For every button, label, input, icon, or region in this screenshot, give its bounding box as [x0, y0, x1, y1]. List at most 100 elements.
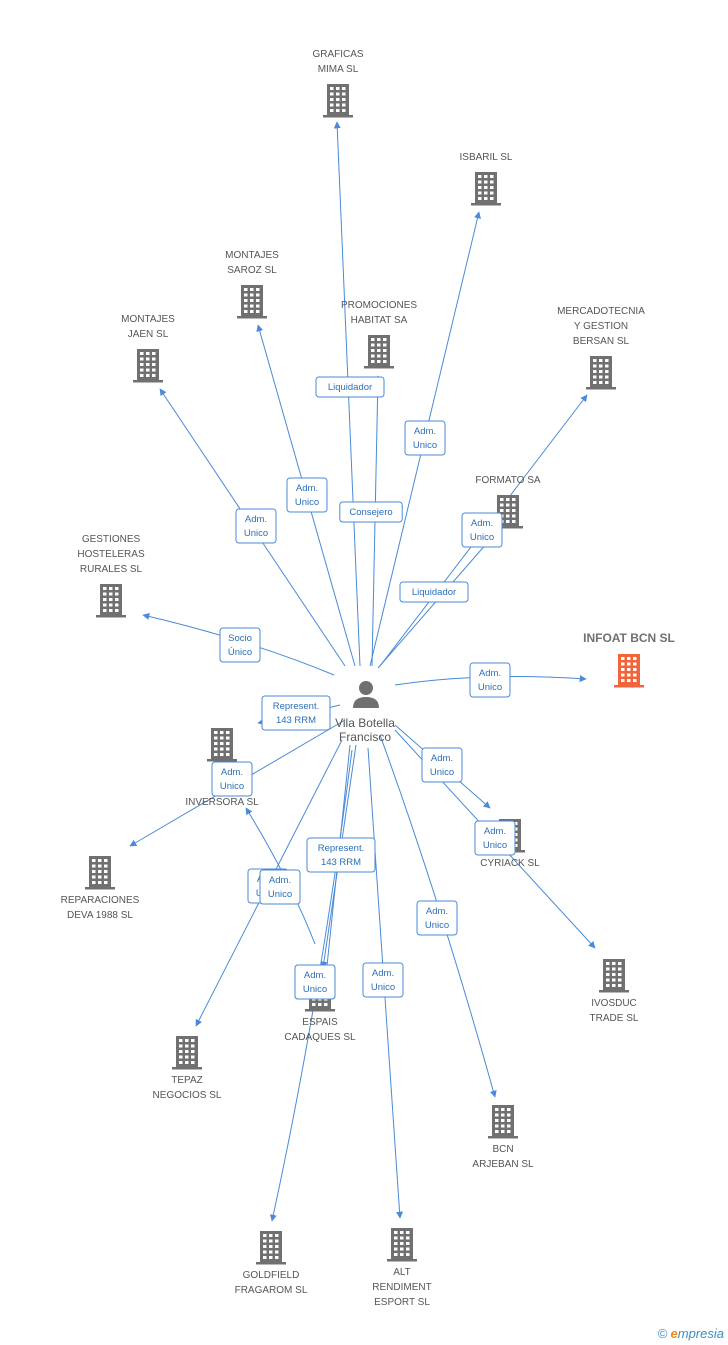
relation-label-text: Consejero: [349, 507, 392, 518]
building-icon: [387, 1228, 417, 1262]
relation-label-text: Adm.: [431, 753, 453, 764]
relation-label[interactable]: Adm. Unico: [235, 508, 277, 544]
building-icon: [256, 1231, 286, 1265]
relation-label[interactable]: Represent. 143 RRM: [306, 837, 376, 873]
company-node-mercadotecnia[interactable]: MERCADOTECNIA Y GESTION BERSAN SL: [557, 306, 645, 390]
relation-label[interactable]: Adm. Unico: [286, 477, 328, 513]
relation-label-text: 143 RRM: [321, 857, 361, 868]
relation-label-text: Unico: [268, 889, 292, 900]
relation-label[interactable]: Liquidador: [315, 376, 385, 398]
relation-label-text: Adm.: [221, 767, 243, 778]
company-label: GRAFICAS: [312, 49, 363, 60]
relation-label-text: Adm.: [269, 875, 291, 886]
relation-label-text: Adm.: [479, 668, 501, 679]
relation-label-text: Adm.: [471, 518, 493, 529]
company-node-graficas[interactable]: GRAFICAS MIMA SL: [312, 49, 364, 118]
company-label: Y GESTION: [574, 321, 628, 332]
building-icon: [614, 654, 644, 688]
relation-label[interactable]: Adm. Unico: [362, 962, 404, 998]
relation-label-text: Unico: [295, 497, 319, 508]
building-icon: [586, 356, 616, 390]
company-label: TEPAZ: [171, 1075, 202, 1086]
company-label: DEVA 1988 SL: [67, 910, 133, 921]
company-label: ESPORT SL: [374, 1297, 430, 1308]
relation-label-text: Adm.: [414, 426, 436, 437]
person-name-line: Francisco: [339, 730, 391, 744]
relation-label-text: Adm.: [304, 970, 326, 981]
building-icon: [488, 1105, 518, 1139]
person-icon: [359, 681, 373, 695]
company-label: MONTAJES: [225, 250, 279, 261]
relation-label-text: Represent.: [318, 843, 364, 854]
company-node-goldfield[interactable]: GOLDFIELD FRAGAROM SL: [235, 1231, 308, 1296]
relation-label[interactable]: Liquidador: [399, 581, 469, 603]
relation-label-text: Adm.: [245, 514, 267, 525]
person-name-line: Vila Botella: [335, 716, 395, 730]
company-label: MIMA SL: [318, 64, 359, 75]
company-node-isbaril[interactable]: ISBARIL SL: [460, 152, 513, 206]
relation-label-text: 143 RRM: [276, 715, 316, 726]
relation-label[interactable]: Adm. Unico: [421, 747, 463, 783]
company-label: MERCADOTECNIA: [557, 306, 645, 317]
relation-label-text: Socio: [228, 633, 252, 644]
building-icon: [323, 84, 353, 118]
relation-label-text: Liquidador: [328, 382, 372, 393]
company-label: PROMOCIONES: [341, 300, 417, 311]
building-icon: [237, 285, 267, 319]
company-node-infoat[interactable]: INFOAT BCN SL: [583, 631, 675, 688]
relation-label-text: Liquidador: [412, 587, 456, 598]
relation-label-text: Adm.: [426, 906, 448, 917]
brand-initial: e: [670, 1326, 678, 1341]
relation-label-text: Unico: [430, 767, 454, 778]
company-label: RURALES SL: [80, 564, 143, 575]
building-icon: [364, 335, 394, 369]
building-icon: [207, 728, 237, 762]
relation-label-text: Unico: [483, 840, 507, 851]
company-node-tepaz[interactable]: TEPAZ NEGOCIOS SL: [153, 1036, 222, 1101]
brand-name: mpresia: [677, 1326, 724, 1341]
company-node-montajes-jaen[interactable]: MONTAJES JAEN SL: [121, 314, 175, 383]
relation-label[interactable]: Adm.Unico: [294, 964, 336, 1000]
relation-label[interactable]: Adm.Unico: [404, 420, 446, 456]
company-label: ESPAIS: [302, 1017, 338, 1028]
relation-label[interactable]: Adm. Unico: [259, 869, 301, 905]
relation-label-text: Adm.: [296, 483, 318, 494]
relation-label[interactable]: Represent.143 RRM: [261, 695, 331, 731]
relation-label-text: Unico: [244, 528, 268, 539]
relation-label-text: Unico: [371, 982, 395, 993]
relation-label[interactable]: Consejero: [339, 501, 403, 523]
company-label: FRAGAROM SL: [235, 1285, 308, 1296]
relation-label[interactable]: Adm.Unico: [461, 512, 503, 548]
relation-label-text: Unico: [425, 920, 449, 931]
building-icon: [471, 172, 501, 206]
company-label: INFOAT BCN SL: [583, 631, 675, 645]
company-label: RENDIMENT: [372, 1282, 431, 1293]
company-label: NEGOCIOS SL: [153, 1090, 222, 1101]
person-body-icon: [353, 697, 379, 708]
company-label: BERSAN SL: [573, 336, 630, 347]
company-label: GOLDFIELD: [243, 1270, 300, 1281]
relation-label[interactable]: Adm. Unico: [416, 900, 458, 936]
building-icon: [96, 584, 126, 618]
company-label: JAEN SL: [128, 329, 169, 340]
company-label: INVERSORA SL: [185, 797, 259, 808]
relation-label[interactable]: Adm.Unico: [211, 761, 253, 797]
relation-label[interactable]: Adm.Unico: [474, 820, 516, 856]
relation-label[interactable]: Adm.Unico: [469, 662, 511, 698]
company-label: MONTAJES: [121, 314, 175, 325]
relation-label-text: Adm.: [372, 968, 394, 979]
footer-brand: ©empresia: [658, 1326, 724, 1341]
building-icon: [133, 349, 163, 383]
company-label: CYRIACK SL: [480, 858, 540, 869]
